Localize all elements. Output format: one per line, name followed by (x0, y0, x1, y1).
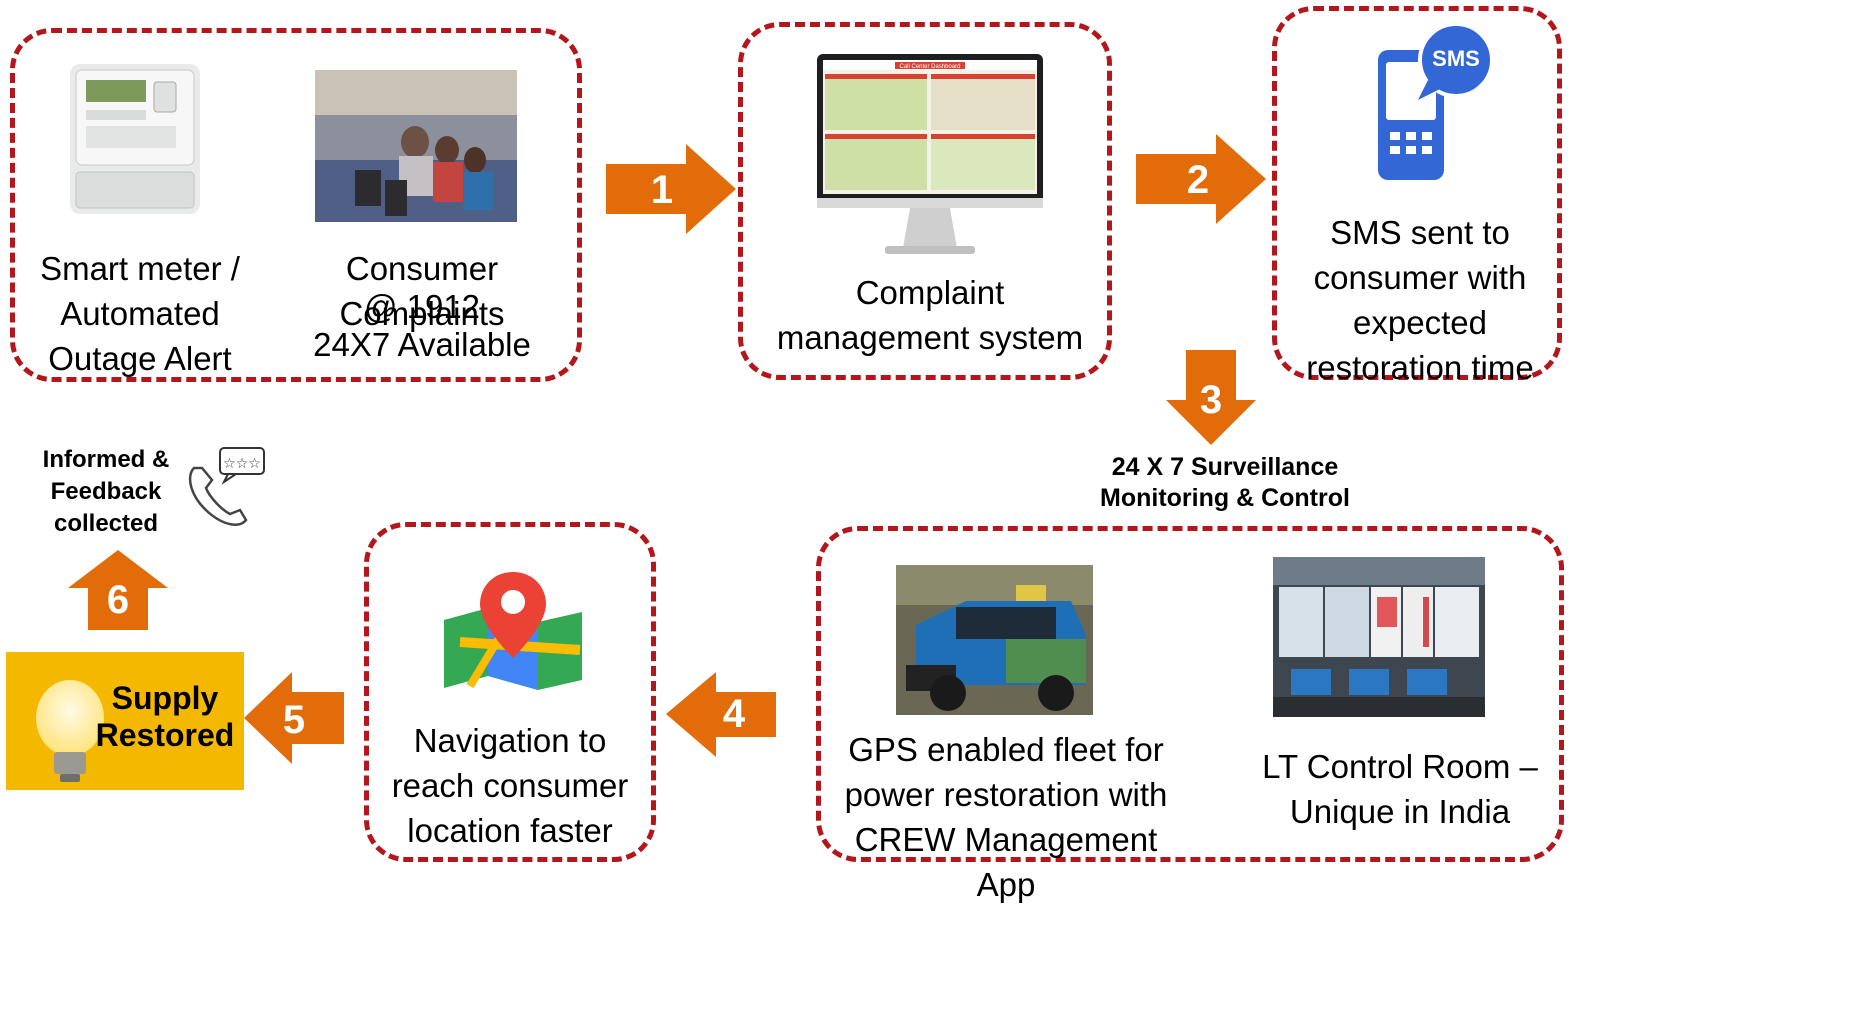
step-3-arrow (1166, 350, 1256, 445)
supply-restored-panel (6, 652, 244, 790)
step-6-number: 6 (106, 578, 130, 622)
step-5-arrow (244, 672, 344, 764)
supply-restored-label: Supply Restored (95, 680, 235, 753)
step-1-number: 1 (650, 168, 674, 212)
svg-text:☆☆☆: ☆☆☆ (223, 456, 261, 472)
feedback-phone-icon: ☆☆☆ (184, 446, 268, 528)
navigation-box (364, 522, 656, 862)
step-6-arrow (68, 550, 168, 630)
fleet-box (816, 526, 1564, 862)
step-1-arrow (606, 144, 736, 234)
sms-bubble-text: SMS (1432, 46, 1480, 71)
control-room-photo (1273, 557, 1485, 717)
cms-label: Complaint management system (776, 274, 1084, 356)
step-2-arrow (1136, 134, 1266, 224)
complaints-line-3: 24X7 Available (313, 326, 531, 363)
step-4-arrow (666, 672, 776, 757)
smart-meter-image (70, 64, 200, 214)
complaints-line-1: Consumer Complaints (339, 250, 505, 332)
navigation-label: Navigation to reach consumer location fa… (391, 722, 629, 849)
surveillance-line-1: 24 X 7 Surveillance (1111, 453, 1339, 481)
inputs-box (10, 28, 582, 382)
gps-fleet-label: GPS enabled fleet for power restoration … (844, 731, 1168, 903)
smart-meter-label: Smart meter / Automated Outage Alert (40, 250, 240, 377)
control-room-label: LT Control Room – Unique in India (1262, 748, 1538, 830)
feedback-label: Informed & Feedback collected (42, 446, 170, 537)
sms-box (1272, 6, 1562, 380)
map-pin-icon (440, 568, 586, 692)
cms-box (738, 22, 1112, 380)
sms-label: SMS sent to consumer with expected resto… (1306, 214, 1534, 386)
step-2-number: 2 (1186, 158, 1210, 202)
sms-phone-icon (1370, 22, 1500, 184)
step-3-number: 3 (1199, 378, 1223, 422)
call-center-photo (315, 70, 517, 222)
step-4-number: 4 (722, 692, 746, 736)
screen-title: Call Center Dashboard (899, 64, 960, 70)
step-5-number: 5 (282, 698, 306, 742)
monitor-icon: Call Center Dashboard (815, 52, 1045, 262)
complaints-line-2: @ 1912 (363, 288, 481, 325)
surveillance-line-2: Monitoring & Control (1100, 484, 1350, 512)
gps-fleet-photo (896, 565, 1093, 715)
